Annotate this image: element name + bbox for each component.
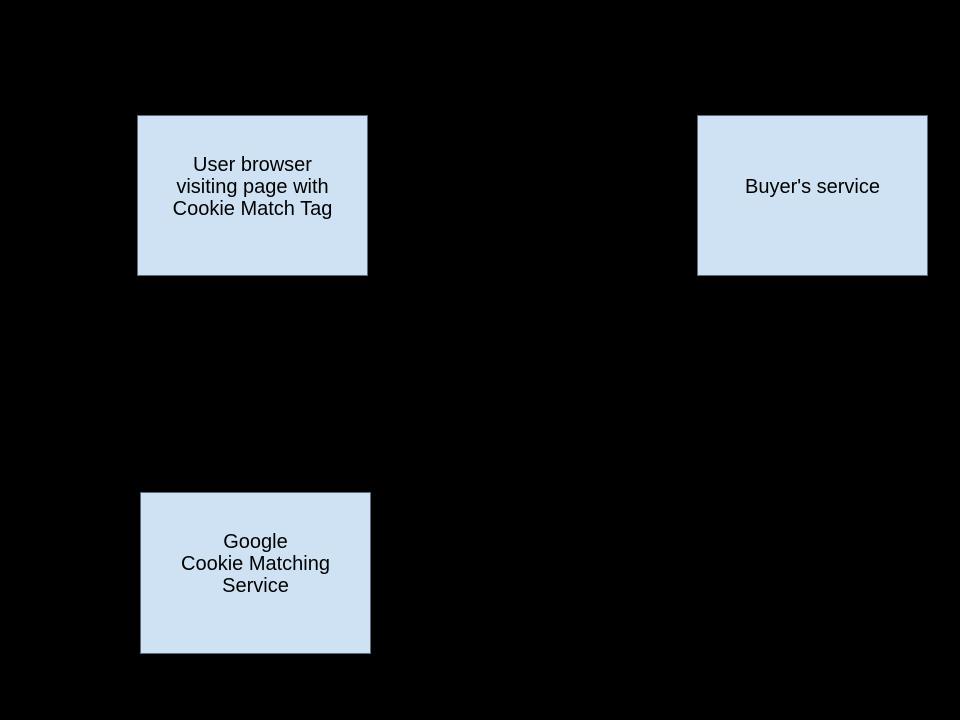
node-google-cookie-matching-service: Google Cookie Matching Service xyxy=(140,492,371,654)
node-user-browser-label: User browser visiting page with Cookie M… xyxy=(172,153,333,220)
node-buyers-service: Buyer's service xyxy=(697,115,928,276)
node-user-browser: User browser visiting page with Cookie M… xyxy=(137,115,368,276)
node-buyers-service-label: Buyer's service xyxy=(745,175,880,198)
node-google-cookie-matching-service-label: Google Cookie Matching Service xyxy=(181,531,330,597)
